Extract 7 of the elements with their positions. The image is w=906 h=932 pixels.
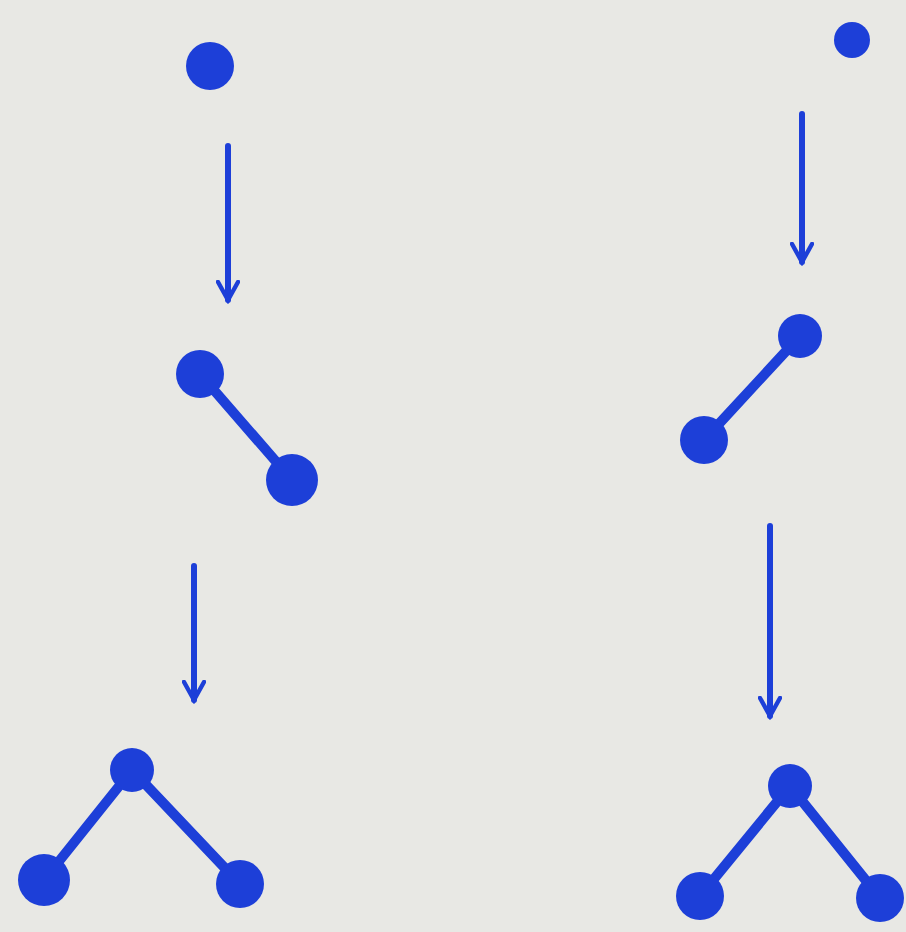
ball-and-stick-drawing <box>170 344 322 510</box>
arrow <box>789 111 815 265</box>
arrow <box>215 143 241 303</box>
ball-and-stick-drawing <box>16 744 268 912</box>
ball-and-stick-drawing <box>672 760 904 924</box>
arrow <box>181 563 207 703</box>
arrow <box>757 523 783 719</box>
